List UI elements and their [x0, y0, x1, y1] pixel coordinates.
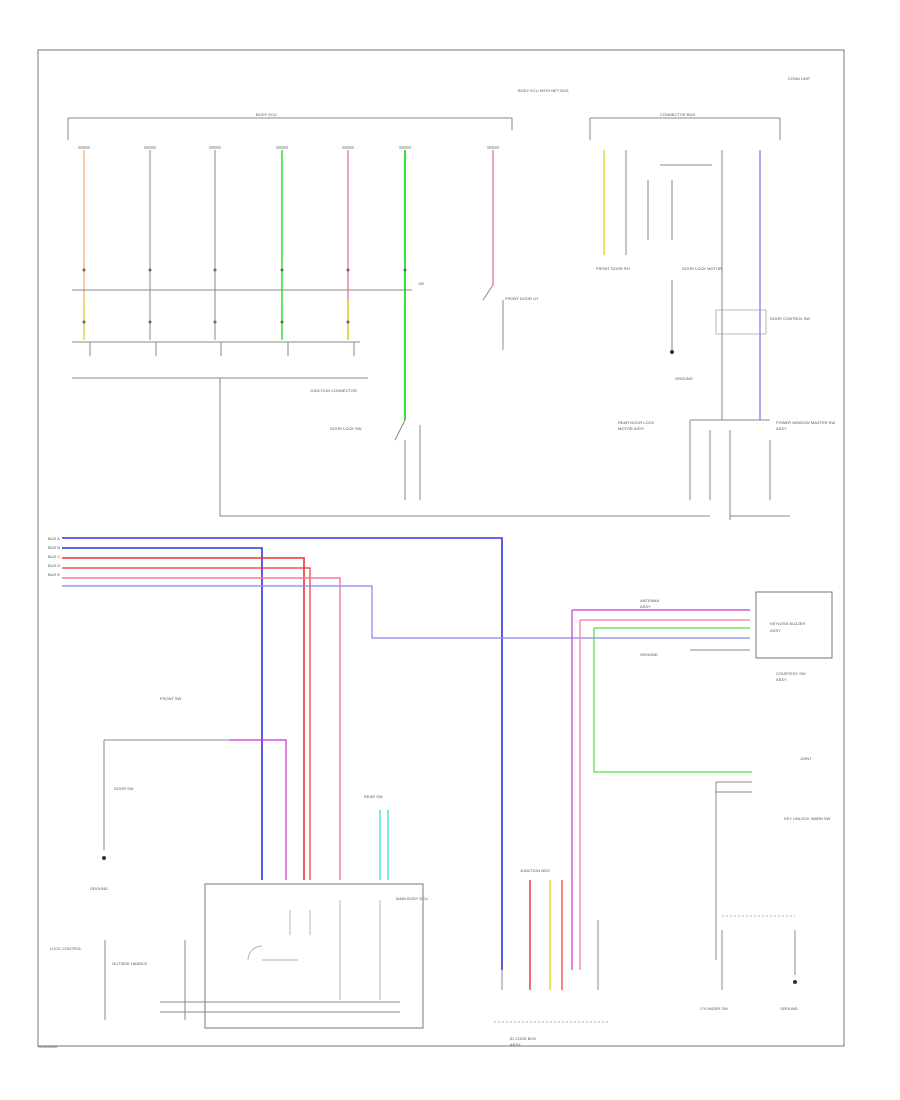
courtesy-sub-label: ASSY	[776, 677, 787, 682]
body-ecu-section: BODY ECU BODY ECU WITH NET BUS	[67, 88, 710, 517]
id-code-section: JUNCTION BOX ID CODE BOX ASSY	[494, 868, 608, 1047]
junction-connector-label: JUNCTION CONNECTOR	[310, 388, 357, 393]
door-lock-sw-label: DOOR LOCK SW	[330, 426, 362, 431]
cyl-sw-label: CYLINDER SW	[700, 1006, 728, 1011]
courtesy-label: COURTESY SW	[776, 671, 806, 676]
rear-sw-label: REAR SW	[364, 794, 383, 799]
main-ecu-label: MAIN BODY ECU	[396, 896, 428, 901]
bus-c-label: BUS C	[48, 554, 60, 559]
jb-note: J/B	[418, 281, 424, 286]
door-ctrl-label: DOOR CONTROL SW	[770, 316, 810, 321]
bus-a-label: BUS A	[48, 536, 60, 541]
gnd-b-label: GROUND	[640, 652, 658, 657]
antenna-label: ANTENNA	[640, 598, 659, 603]
joint-label: JOINT	[800, 756, 812, 761]
door-lock-sub-label: JUNCTION BOX	[520, 868, 550, 873]
door-sw-label: DOOR SW	[114, 786, 134, 791]
key-unlock-label: KEY UNLOCK WARN SW	[784, 816, 831, 821]
junction-markers	[82, 268, 407, 324]
ecu-bottom-sub-label: ASSY	[510, 1042, 521, 1047]
door-switch-section: FRONT SW DOOR SW GROUND REAR SW MAIN BOD…	[50, 696, 428, 1029]
connector-bus-side-label: CONN UNIT	[788, 76, 811, 81]
keyless-section: KEYLESS BUZZER ASSY ANTENNA ASSY GROUND …	[571, 591, 833, 1011]
front-door-lh-label: FRONT DOOR LH	[505, 296, 538, 301]
connector-bus-label: CONNECTOR BUS	[660, 112, 695, 117]
connector-bus-section: CONNECTOR BUS CONN UNIT FRONT DOOR RH DO…	[589, 76, 835, 520]
power-window-label: POWER WINDOW MASTER SW	[776, 420, 835, 425]
rear-door-label: REAR DOOR LOCK	[618, 420, 655, 425]
front-door-rh-label: FRONT DOOR RH	[596, 266, 630, 271]
diagram-frame	[37, 49, 845, 1047]
bus-b-label: BUS B	[48, 545, 60, 550]
body-ecu-label: BODY ECU	[256, 112, 277, 117]
rear-door-sub-label: MOTOR ASSY	[618, 426, 645, 431]
page-id: W0000000	[38, 1044, 58, 1049]
front-sw-label: FRONT SW	[160, 696, 181, 701]
gnd-c-label: GROUND	[780, 1006, 798, 1011]
ecu-pins	[78, 146, 499, 149]
keyless-sub-label: ASSY	[770, 628, 781, 633]
gnd-a-label: GROUND	[675, 376, 693, 381]
bus-section: BUS A BUS B BUS C BUS D BUS E	[48, 536, 750, 970]
antenna-sub-label: ASSY	[640, 604, 651, 609]
outside-handle-label: OUTSIDE HANDLE	[112, 961, 147, 966]
keyless-label: KEYLESS BUZZER	[770, 621, 805, 626]
lock-control-label: LOCK CONTROL	[50, 946, 82, 951]
gnd-d-label: GROUND	[90, 886, 108, 891]
lock-motor-label: DOOR LOCK MOTOR	[682, 266, 722, 271]
bus-d-label: BUS D	[48, 563, 60, 568]
power-window-assy-label: ASSY	[776, 426, 787, 431]
ecu-bottom-label: ID CODE BOX	[510, 1036, 537, 1041]
body-ecu-side-label: BODY ECU WITH NET BUS	[518, 88, 569, 93]
bus-e-label: BUS E	[48, 572, 60, 577]
